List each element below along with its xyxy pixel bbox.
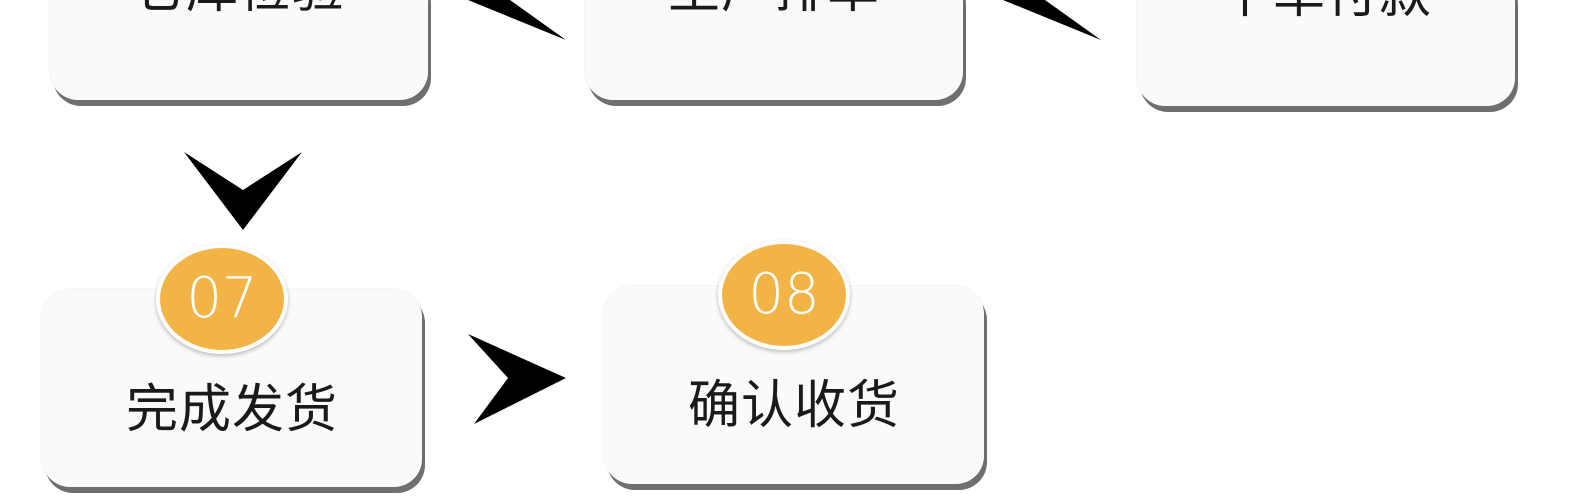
step-box-confirm-receipt: 确认收货	[604, 286, 984, 484]
step-number-badge: 08	[718, 240, 850, 350]
step-box-warehouse-inspection: 仓库检验	[50, 0, 428, 100]
step-box-production-scheduling: 生产排单	[585, 0, 963, 100]
step-label-warehouse-inspection: 仓库检验	[50, 0, 428, 16]
step-label-production-scheduling: 生产排单	[585, 0, 963, 16]
arrow-down-icon	[184, 152, 302, 230]
step-label-order-payment: 下单付款	[1137, 0, 1515, 21]
arrow-left-icon	[468, 0, 566, 40]
arrow-right-icon	[468, 334, 566, 424]
step-label-confirm-receipt: 确认收货	[687, 376, 900, 436]
step-number-badge: 07	[156, 244, 288, 354]
step-box-order-payment: 下单付款	[1137, 0, 1515, 106]
step-label-complete-shipment: 完成发货	[125, 380, 338, 440]
arrow-left-icon	[1003, 0, 1101, 40]
